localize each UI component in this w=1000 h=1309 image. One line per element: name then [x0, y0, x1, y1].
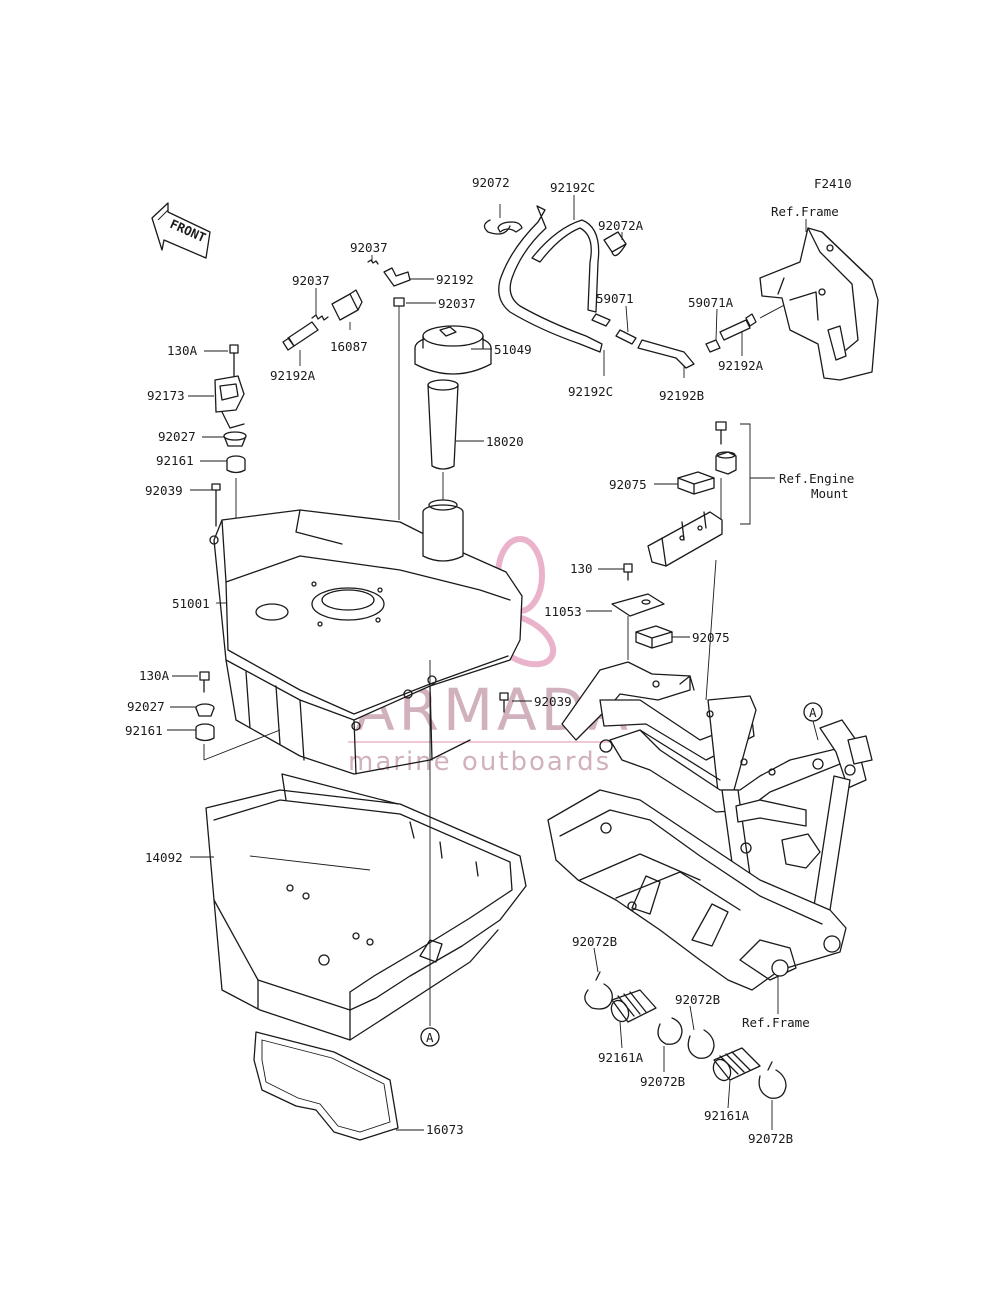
marker-a-left: A: [420, 660, 440, 1047]
part-labels: F2410 92072 92192C 92072A Ref.Frame 9203…: [125, 175, 854, 1146]
label-92192a-left: 92192A: [270, 368, 316, 383]
breather-hoses: [483, 205, 791, 369]
label-51001: 51001: [172, 596, 210, 611]
label-92039-left: 92039: [145, 483, 183, 498]
label-92192c-bot: 92192C: [568, 384, 613, 399]
label-59071: 59071: [596, 291, 634, 306]
ref-engine-mount-2: Mount: [811, 486, 849, 501]
label-16087: 16087: [330, 339, 368, 354]
label-92027-bot: 92027: [127, 699, 165, 714]
label-92037-c: 92037: [438, 296, 476, 311]
ref-frame-bottom: Ref.Frame: [742, 1015, 810, 1030]
fuel-tank: [209, 472, 523, 775]
left-mount-hardware: [211, 344, 247, 527]
marker-a-right-text: A: [809, 705, 817, 720]
label-11053: 11053: [544, 604, 582, 619]
label-130a-top: 130A: [167, 343, 198, 358]
leader-lines: [167, 195, 807, 1131]
tank-pad: [253, 1031, 399, 1141]
tank-tray: [205, 773, 527, 1041]
label-92192b: 92192B: [659, 388, 704, 403]
label-92161a-2: 92161A: [704, 1108, 750, 1123]
diagram-code: F2410: [814, 176, 852, 191]
label-92161-top: 92161: [156, 453, 194, 468]
label-92192c-top: 92192C: [550, 180, 595, 195]
label-92192a-right: 92192A: [718, 358, 764, 373]
label-92192: 92192: [436, 272, 474, 287]
engine-mount-bracket: [611, 421, 775, 701]
label-92161a-1: 92161A: [598, 1050, 644, 1065]
label-92072a: 92072A: [598, 218, 644, 233]
label-130a-bot: 130A: [139, 668, 170, 683]
label-92072b-2: 92072B: [675, 992, 720, 1007]
vehicle-frame: A: [547, 661, 873, 1014]
filler-tube: [427, 379, 459, 470]
label-14092: 14092: [145, 850, 183, 865]
watermark-tagline: marine outboards: [348, 747, 611, 777]
label-92039-right: 92039: [534, 694, 572, 709]
ref-engine-mount-1: Ref.Engine: [779, 471, 854, 486]
fuel-cap: [414, 325, 492, 375]
label-16073: 16073: [426, 1122, 464, 1137]
marker-a-left-text: A: [426, 1030, 434, 1045]
label-51049: 51049: [494, 342, 532, 357]
label-92072b-4: 92072B: [748, 1131, 793, 1146]
label-18020: 18020: [486, 434, 524, 449]
label-130: 130: [570, 561, 593, 576]
label-92037-a: 92037: [350, 240, 388, 255]
label-92072: 92072: [472, 175, 510, 190]
label-92072b-1: 92072B: [572, 934, 617, 949]
label-59071a: 59071A: [688, 295, 734, 310]
label-92072b-3: 92072B: [640, 1074, 685, 1089]
front-arrow-icon: FRONT: [151, 202, 211, 259]
label-92173: 92173: [147, 388, 185, 403]
lower-mount-hardware: [195, 671, 509, 761]
clamps-and-bushings: [584, 971, 787, 1099]
label-92075-bot: 92075: [692, 630, 730, 645]
label-92161-bot: 92161: [125, 723, 163, 738]
label-92037-b: 92037: [292, 273, 330, 288]
vent-fittings: [282, 259, 411, 520]
label-92027-top: 92027: [158, 429, 196, 444]
label-92075-top: 92075: [609, 477, 647, 492]
ref-frame-top: Ref.Frame: [771, 204, 839, 219]
frame-bracket-top: [759, 227, 879, 381]
